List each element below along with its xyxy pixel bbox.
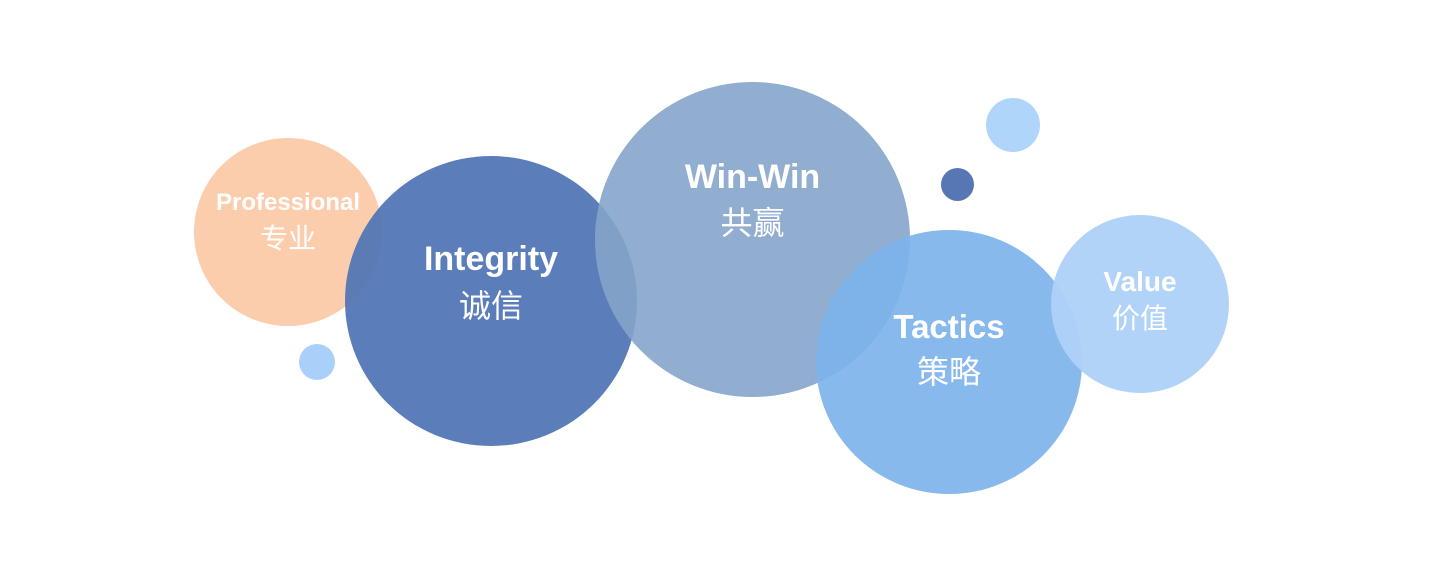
bubble-tactics-en-label: Tactics [893, 307, 1005, 345]
bubble-professional-en-label: Professional [215, 189, 361, 216]
decorative-dot-small-left [299, 344, 335, 380]
bubble-tactics: Tactics 策略 [816, 230, 1082, 494]
bubble-value-zh-label: 价值 [1111, 301, 1168, 335]
bubble-integrity: Integrity 诚信 [345, 156, 637, 446]
bubble-value-en-label: Value [1103, 265, 1177, 297]
bubble-win-win-zh-label: 共赢 [720, 204, 785, 242]
bubble-win-win-en-label: Win-Win [684, 157, 821, 196]
bubble-integrity-en-label: Integrity [423, 240, 559, 279]
decorative-dot-top-right [986, 98, 1040, 152]
bubble-integrity-zh-label: 诚信 [458, 286, 523, 325]
bubble-professional: Professional 专业 [194, 138, 382, 326]
bubble-value: Value 价值 [1051, 215, 1229, 393]
decorative-dot-mid-right [941, 168, 974, 201]
bubble-professional-zh-label: 专业 [259, 222, 316, 256]
bubble-tactics-zh-label: 策略 [916, 352, 981, 391]
